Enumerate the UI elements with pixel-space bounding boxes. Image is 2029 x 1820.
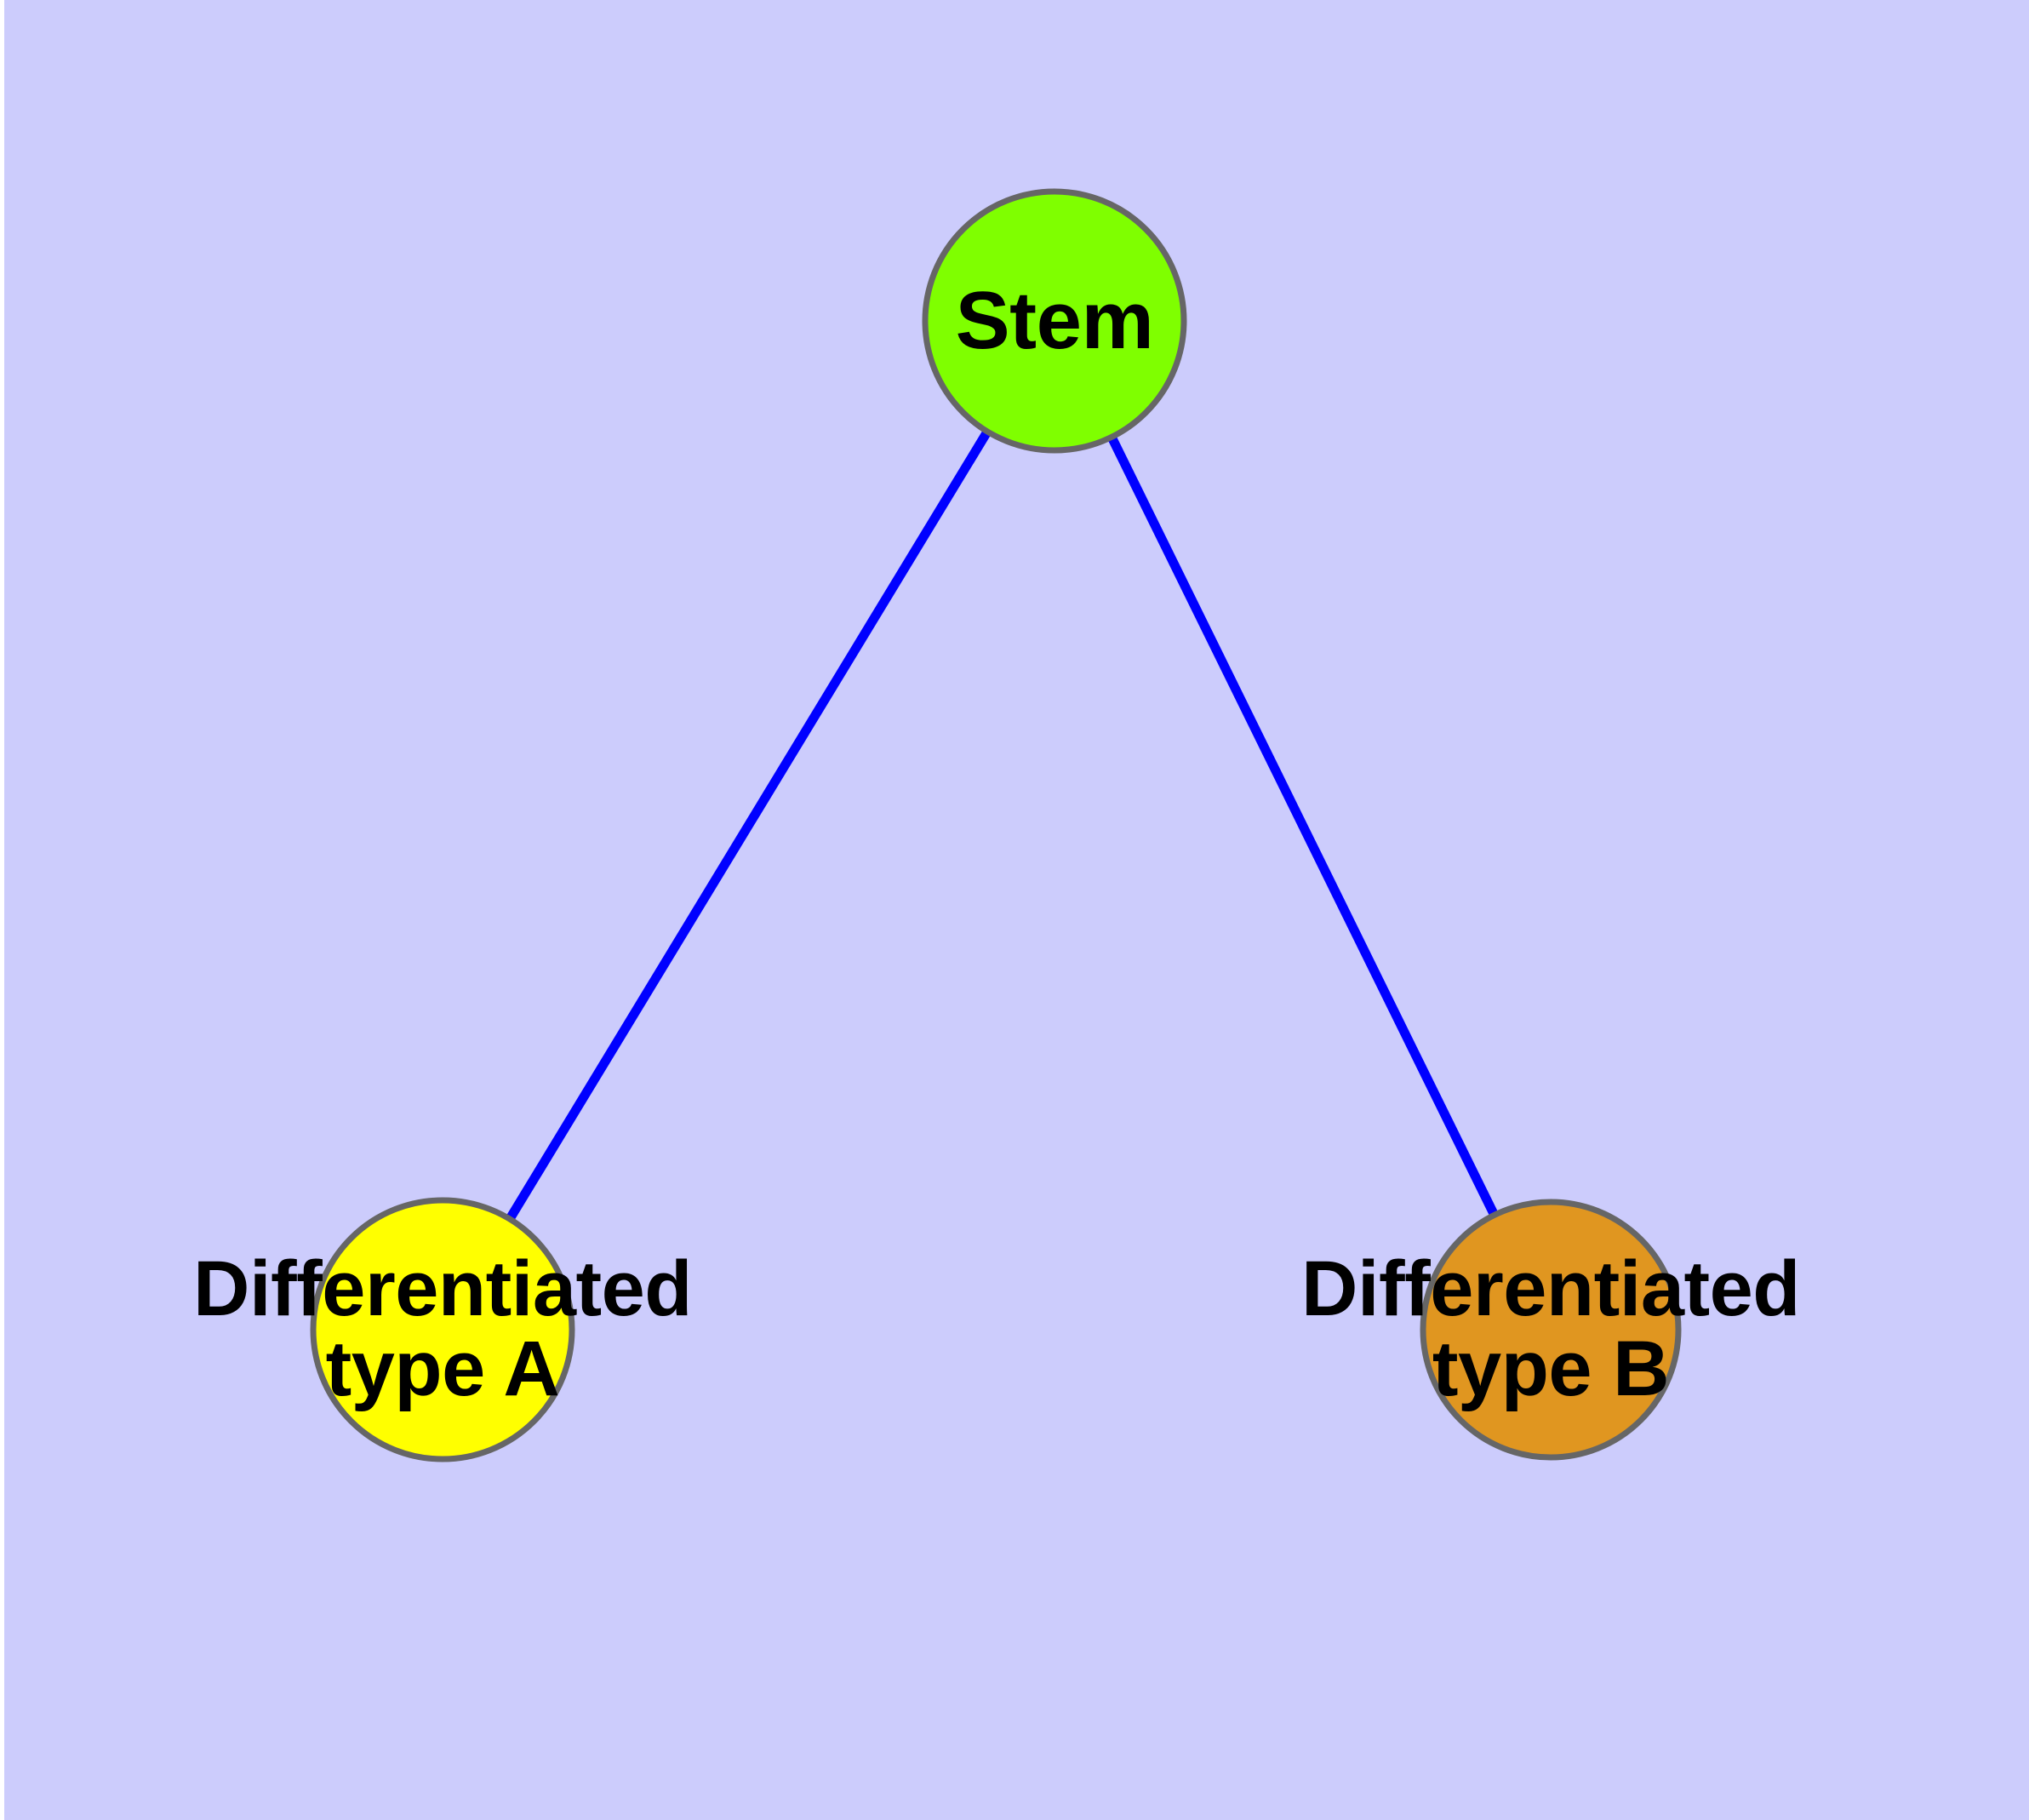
edge-layer [438,318,1555,1332]
node-stem[interactable] [922,188,1187,454]
node-differentiated-type-a[interactable] [310,1197,575,1462]
edge-stem-to-differentiated-type-b [1050,318,1555,1332]
edge-stem-to-differentiated-type-a [438,318,1059,1332]
node-layer [310,188,1682,1462]
node-differentiated-type-b[interactable] [1420,1199,1682,1461]
